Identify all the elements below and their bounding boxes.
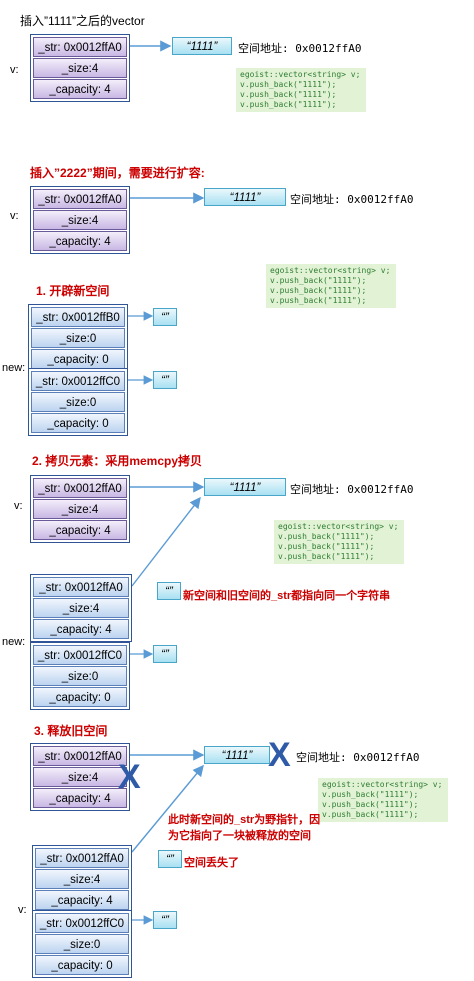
v-label: v: (10, 210, 19, 222)
code-snippet: egoist::vector<string> v;v.push_back("11… (266, 264, 396, 308)
size-field: _size:4 (33, 210, 127, 230)
str-field: _str: 0x0012ffA0 (33, 189, 127, 209)
str-field: _str: 0x0012ffA0 (33, 37, 127, 57)
capacity-field: _capacity: 0 (33, 687, 127, 707)
freed-cross-mark: X (268, 736, 291, 774)
freed-cross-mark: X (118, 758, 141, 796)
capacity-field: _capacity: 4 (33, 231, 127, 251)
size-field: _size:0 (35, 934, 129, 954)
empty-string: “” (153, 911, 177, 929)
str-field: _str: 0x0012ffC0 (35, 913, 129, 933)
str-field: _str: 0x0012ffA0 (33, 577, 129, 597)
address-label: 空间地址: 0x0012ffA0 (290, 193, 414, 206)
section-2-heading: 插入”2222”期间，需要进行扩容: (30, 166, 205, 180)
vector-object: _str: 0x0012ffA0 _size:4 _capacity: 4 (30, 475, 130, 543)
section-3-heading: 1. 开辟新空间 (36, 284, 110, 298)
address-label: 空间地址: 0x0012ffA0 (296, 751, 420, 764)
str-field: _str: 0x0012ffC0 (31, 371, 125, 391)
space-lost-note: 空间丢失了 (184, 857, 239, 869)
section-1-heading: 插入”1111”之后的vector (20, 14, 145, 28)
string-1111: “1111” (172, 37, 232, 55)
capacity-field: _capacity: 0 (35, 955, 129, 975)
new-vector-object: _str: 0x0012ffA0 _size:4 _capacity: 4 (32, 845, 132, 913)
str-field: _str: 0x0012ffC0 (33, 645, 127, 665)
empty-string: “” (153, 645, 177, 663)
size-field: _size:0 (33, 666, 127, 686)
new-vector-object: _str: 0x0012ffC0 _size:0 _capacity: 0 (32, 910, 132, 978)
new-label: new: (2, 636, 26, 648)
empty-string: “” (153, 371, 177, 389)
vector-object: _str: 0x0012ffA0 _size:4 _capacity: 4 (30, 34, 130, 102)
new-label: new: (2, 362, 26, 374)
string-1111: “1111” (204, 188, 286, 206)
str-field: _str: 0x0012ffB0 (31, 307, 125, 327)
str-field: _str: 0x0012ffA0 (35, 848, 129, 868)
new-vector-object: _str: 0x0012ffC0 _size:0 _capacity: 0 (28, 368, 128, 436)
str-field: _str: 0x0012ffA0 (33, 746, 127, 766)
shared-pointer-note: 新空间和旧空间的_str都指向同一个字符串 (183, 590, 391, 602)
pointer-arrow (131, 496, 201, 587)
code-snippet: egoist::vector<string> v;v.push_back("11… (274, 520, 404, 564)
capacity-field: _capacity: 0 (31, 349, 125, 369)
capacity-field: _capacity: 0 (31, 413, 125, 433)
section-4-heading: 2. 拷贝元素：采用memcpy拷贝 (32, 454, 203, 468)
size-field: _size:0 (31, 328, 125, 348)
dangling-pointer-note: 此时新空间的_str为野指针，因为它指向了一块被释放的空间 (168, 814, 321, 842)
section-5-heading: 3. 释放旧空间 (34, 724, 108, 738)
size-field: _size:4 (33, 499, 127, 519)
empty-string: “” (153, 308, 177, 326)
v-label: v: (10, 64, 19, 76)
address-label: 空间地址: 0x0012ffA0 (290, 483, 414, 496)
new-vector-object: _str: 0x0012ffC0 _size:0 _capacity: 0 (30, 642, 130, 710)
capacity-field: _capacity: 4 (33, 79, 127, 99)
string-1111: “1111” (204, 478, 286, 496)
size-field: _size:4 (33, 598, 129, 618)
capacity-field: _capacity: 4 (33, 788, 127, 808)
size-field: _size:0 (31, 392, 125, 412)
str-field: _str: 0x0012ffA0 (33, 478, 127, 498)
vector-object: _str: 0x0012ffA0 _size:4 _capacity: 4 (30, 186, 130, 254)
code-snippet: egoist::vector<string> v;v.push_back("11… (318, 778, 448, 822)
address-label: 空间地址: 0x0012ffA0 (238, 42, 362, 55)
capacity-field: _capacity: 4 (35, 890, 129, 910)
capacity-field: _capacity: 4 (33, 619, 129, 639)
string-1111: “1111” (204, 746, 270, 764)
size-field: _size:4 (35, 869, 129, 889)
empty-string: “” (157, 582, 181, 600)
old-vector-object: _str: 0x0012ffA0 _size:4 _capacity: 4 (30, 743, 130, 811)
code-snippet: egoist::vector<string> v;v.push_back("11… (236, 68, 366, 112)
capacity-field: _capacity: 4 (33, 520, 127, 540)
size-field: _size:4 (33, 767, 127, 787)
size-field: _size:4 (33, 58, 127, 78)
empty-string: “” (158, 850, 182, 868)
v-label: v: (18, 904, 27, 916)
new-vector-object: _str: 0x0012ffA0 _size:4 _capacity: 4 (30, 574, 132, 642)
new-vector-object: _str: 0x0012ffB0 _size:0 _capacity: 0 (28, 304, 128, 372)
pointer-arrow (131, 764, 204, 853)
v-label: v: (14, 500, 23, 512)
